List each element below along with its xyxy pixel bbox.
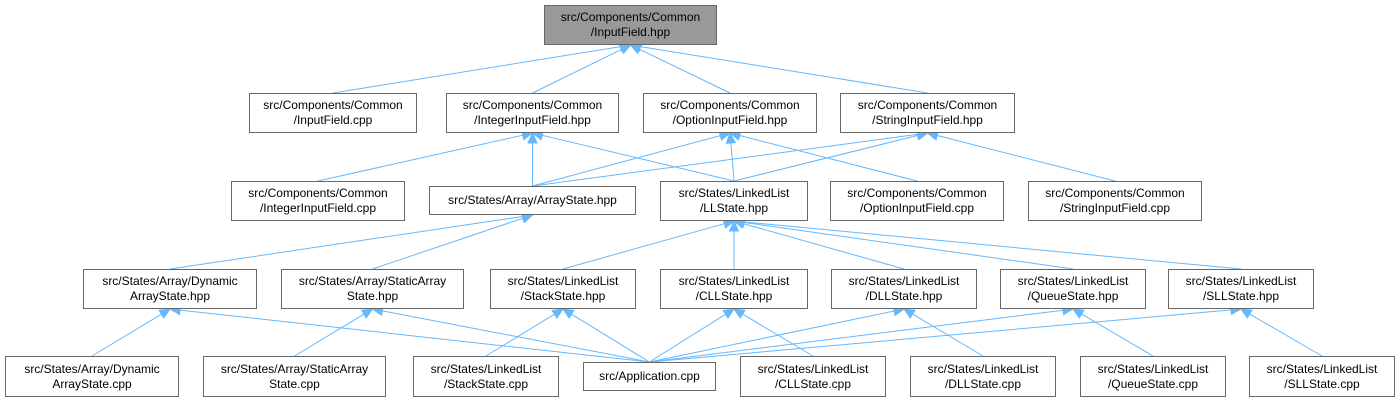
node-arraystate-hpp[interactable]: src/States/Array/ArrayState.hpp [429, 186, 636, 215]
edge-line [1081, 313, 1154, 357]
node-staticarraystate-hpp[interactable]: src/States/Array/StaticArray State.hpp [281, 269, 464, 309]
node-stringinputfield-hpp[interactable]: src/Components/Common /StringInputField.… [840, 93, 1015, 133]
edge-arrowhead [1071, 308, 1085, 319]
node-llstate-hpp[interactable]: src/States/LinkedList /LLState.hpp [660, 181, 808, 221]
node-label: src/States/Array/StaticArray State.hpp [298, 274, 447, 303]
node-label: src/States/LinkedList /StackState.hpp [507, 274, 619, 303]
edge-line [179, 309, 650, 363]
node-queuestate-cpp[interactable]: src/States/LinkedList /QueueState.cpp [1080, 356, 1226, 397]
node-dynamicarraystate-hpp[interactable]: src/States/Array/Dynamic ArrayState.hpp [83, 269, 257, 309]
edge-line [730, 142, 735, 182]
node-label: src/States/Array/Dynamic ArrayState.hpp [102, 274, 238, 303]
node-cllstate-cpp[interactable]: src/States/LinkedList /CLLState.cpp [740, 356, 886, 397]
node-stackstate-cpp[interactable]: src/States/LinkedList /StackState.cpp [413, 356, 559, 397]
node-optioninputfield-hpp[interactable]: src/Components/Common /OptionInputField.… [643, 93, 817, 133]
node-label: src/Application.cpp [599, 369, 700, 383]
edge-arrowhead [618, 44, 632, 55]
edge-line [382, 310, 650, 363]
edge-line [532, 48, 622, 94]
node-label: src/States/LinkedList /DLLState.cpp [927, 361, 1039, 391]
edge-arrowhead [732, 308, 746, 319]
edge-arrowhead [902, 308, 916, 319]
node-integerinputfield-hpp[interactable]: src/Components/Common /IntegerInputField… [446, 93, 619, 133]
node-staticarraystate-cpp[interactable]: src/States/Array/StaticArray State.cpp [203, 356, 386, 397]
node-stackstate-hpp[interactable]: src/States/LinkedList /StackState.hpp [490, 269, 636, 309]
edge-line [640, 46, 928, 94]
edge-line [332, 46, 621, 94]
node-label: src/States/LinkedList /CLLState.hpp [678, 274, 790, 303]
node-queuestate-hpp[interactable]: src/States/LinkedList /QueueState.hpp [1000, 269, 1146, 309]
node-label: src/Components/Common /StringInputField.… [1045, 186, 1185, 215]
edge-line [532, 133, 918, 187]
edge-line [294, 313, 365, 357]
node-inputfield-cpp[interactable]: src/Components/Common /InputField.cpp [249, 93, 417, 133]
edge-line [649, 309, 1232, 363]
node-label: src/Components/Common /OptionInputField.… [660, 98, 800, 127]
node-application-cpp[interactable]: src/Application.cpp [583, 362, 716, 391]
edge-arrowhead [561, 308, 575, 319]
edge-line [743, 223, 905, 270]
edge-arrowhead [527, 131, 538, 144]
edge-arrowhead [1239, 308, 1253, 319]
edge-line [937, 134, 1116, 182]
node-label: src/States/Array/StaticArray State.cpp [220, 361, 369, 391]
edge-line [317, 134, 523, 182]
node-label: src/States/LinkedList /SLLState.hpp [1185, 274, 1297, 303]
node-label: src/States/LinkedList /QueueState.cpp [1097, 361, 1209, 391]
edge-arrowhead [360, 308, 374, 319]
edge-line [743, 221, 1074, 270]
edge-line [733, 134, 918, 182]
edge-line [562, 223, 725, 270]
edge-line [485, 313, 555, 357]
node-label: src/States/LinkedList /CLLState.cpp [757, 361, 869, 391]
edge-line [649, 313, 726, 363]
node-dllstate-hpp[interactable]: src/States/LinkedList /DLLState.hpp [831, 269, 977, 309]
edge-arrowhead [551, 308, 565, 319]
edge-arrowhead [728, 219, 740, 232]
node-label: src/Components/Common /OptionInputField.… [847, 186, 987, 215]
node-cllstate-hpp[interactable]: src/States/LinkedList /CLLState.hpp [660, 269, 808, 309]
edge-line [1249, 313, 1323, 357]
edge-line [571, 313, 650, 363]
edge-line [91, 313, 162, 357]
node-label: src/States/Array/Dynamic ArrayState.cpp [24, 361, 160, 391]
node-sllstate-cpp[interactable]: src/States/LinkedList /SLLState.cpp [1249, 356, 1395, 397]
edge-line [649, 309, 1064, 363]
node-label: src/States/Array/ArrayState.hpp [448, 193, 617, 207]
node-label: src/Components/Common /StringInputField.… [857, 98, 998, 127]
node-label: src/States/LinkedList /LLState.hpp [678, 186, 790, 215]
edge-line [639, 48, 731, 94]
edge-line [372, 217, 524, 270]
node-label: src/Components/Common /IntegerInputField… [462, 98, 603, 127]
node-dllstate-cpp[interactable]: src/States/LinkedList /DLLState.cpp [910, 356, 1056, 397]
edge-line [532, 135, 721, 187]
node-label: src/Components/Common /InputField.cpp [263, 98, 403, 127]
node-label: src/Components/Common /InputField.hpp [560, 10, 701, 39]
node-optioninputfield-cpp[interactable]: src/Components/Common /OptionInputField.… [830, 181, 1004, 221]
edge-line [739, 135, 918, 182]
node-sllstate-hpp[interactable]: src/States/LinkedList /SLLState.hpp [1168, 269, 1314, 309]
edge-arrowhead [725, 131, 737, 144]
node-dynamicarraystate-cpp[interactable]: src/States/Array/Dynamic ArrayState.cpp [5, 356, 179, 397]
node-label: src/States/LinkedList /SLLState.cpp [1266, 361, 1378, 391]
edge-line [649, 310, 895, 363]
node-stringinputfield-cpp[interactable]: src/Components/Common /StringInputField.… [1028, 181, 1202, 221]
node-integerinputfield-cpp[interactable]: src/Components/Common /IntegerInputField… [231, 181, 405, 221]
node-label: src/States/LinkedList /StackState.cpp [430, 361, 542, 391]
node-label: src/States/LinkedList /DLLState.hpp [848, 274, 960, 303]
edge-arrowhead [722, 308, 736, 320]
node-label: src/States/LinkedList /QueueState.hpp [1017, 274, 1129, 303]
node-inputfield-hpp[interactable]: src/Components/Common /InputField.hpp [544, 5, 717, 45]
edge-line [743, 221, 1242, 270]
node-label: src/Components/Common /IntegerInputField… [248, 186, 388, 215]
edge-arrowhead [158, 308, 172, 319]
edge-line [169, 215, 523, 270]
